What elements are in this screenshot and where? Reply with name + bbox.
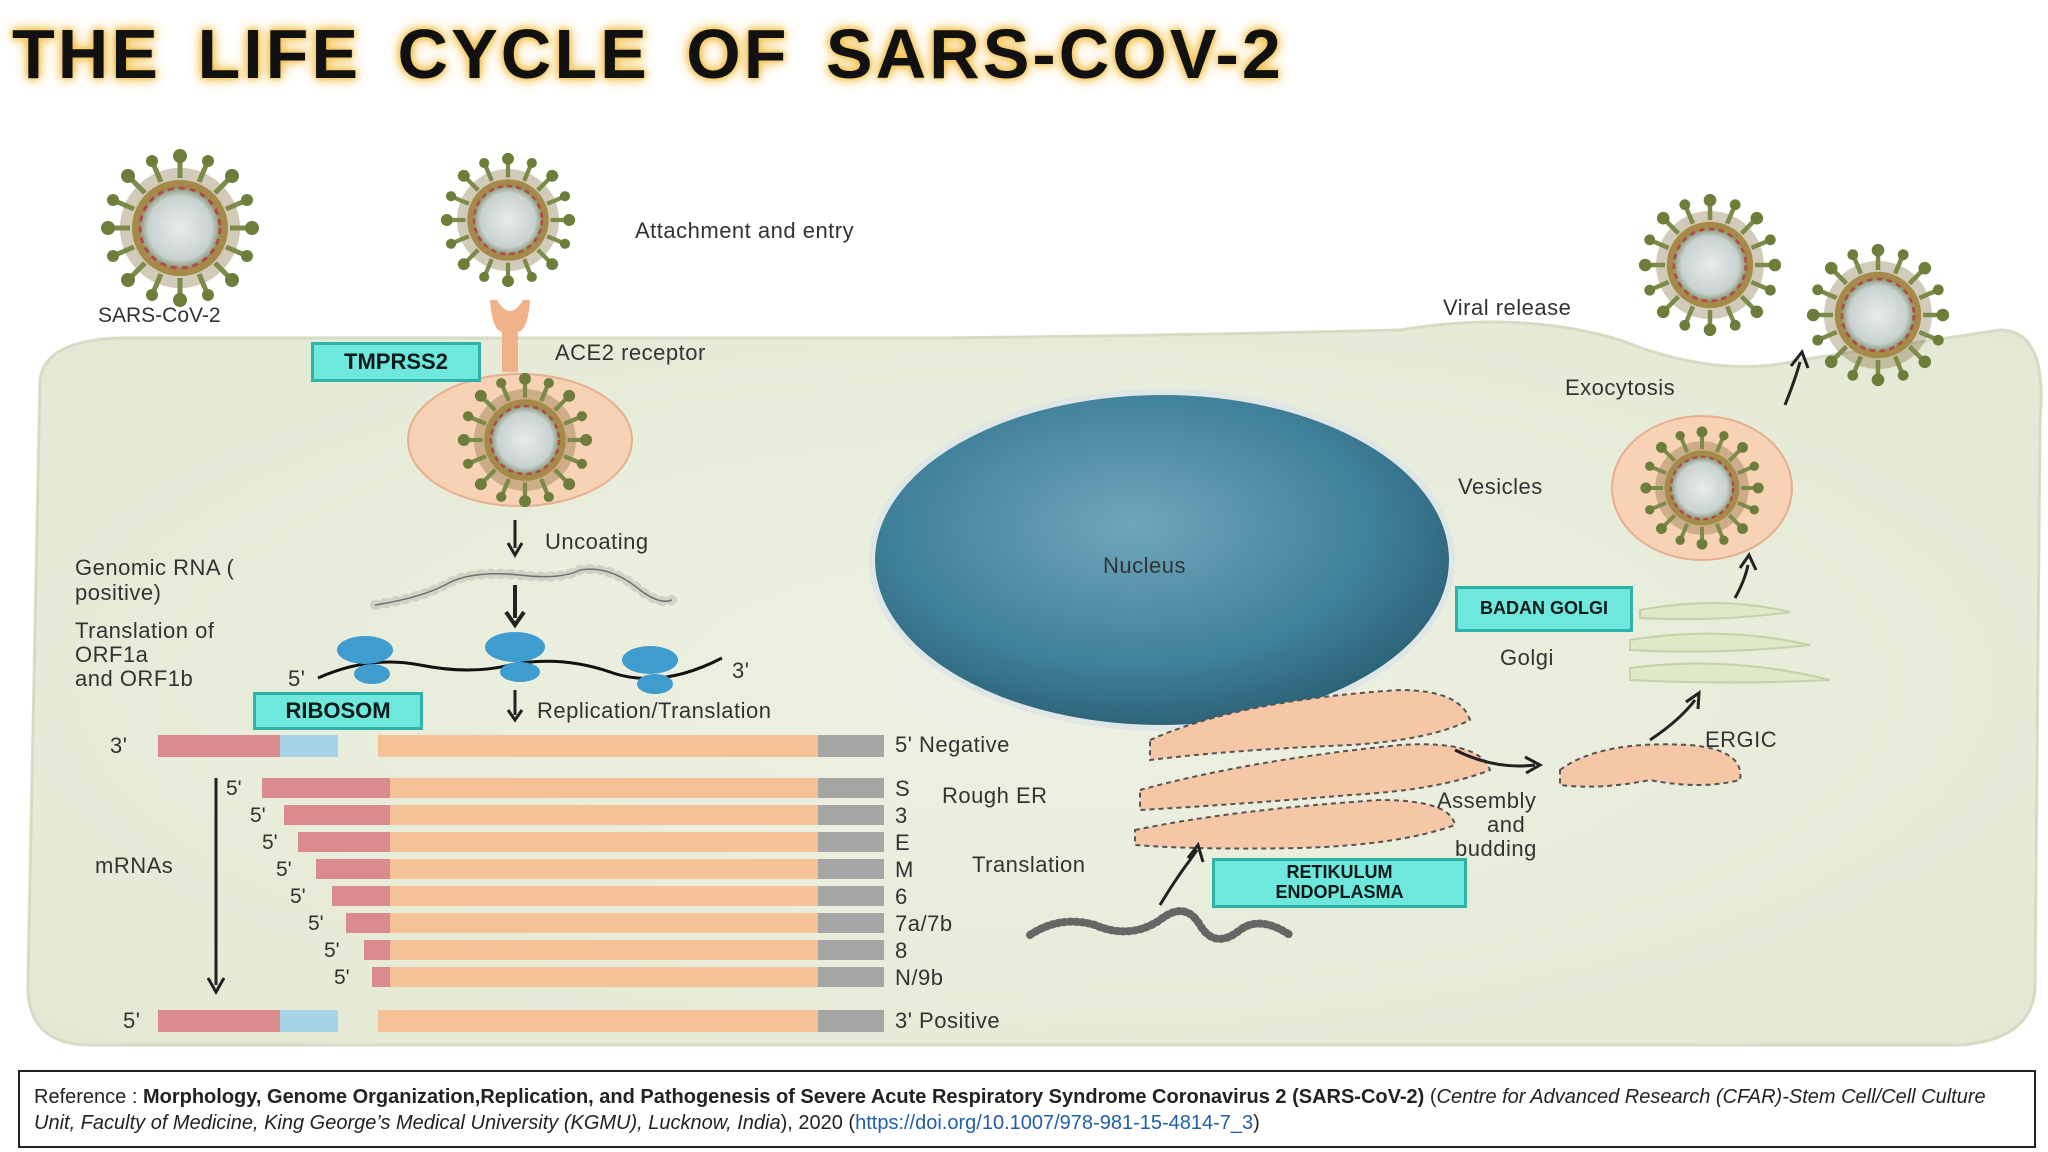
ribosome-icons — [337, 632, 678, 694]
virus-released-2 — [1807, 244, 1949, 386]
svg-text:3': 3' — [732, 658, 749, 683]
virus-outside — [101, 149, 259, 307]
reference-title: Morphology, Genome Organization,Replicat… — [142, 1086, 1425, 1108]
rough-er — [1134, 688, 1492, 850]
mrna-row: 5' 6 — [290, 884, 908, 909]
uncoating-label: Uncoating — [545, 529, 649, 554]
viral-release-label: Viral release — [1443, 295, 1571, 320]
mrna-five-prime: 5' — [290, 885, 306, 908]
life-cycle-diagram: SARS-CoV-2 Attachment and entry ACE2 rec… — [26, 0, 2043, 1047]
mrna-gene-label: S — [895, 776, 910, 801]
badan-golgi-tag: BADAN GOLGI — [1455, 586, 1633, 632]
reference-year: ), 2020 ( — [780, 1112, 856, 1134]
translation-orf-label-3: and ORF1b — [75, 666, 193, 691]
golgi-label: Golgi — [1500, 645, 1554, 670]
exocytosis-label: Exocytosis — [1565, 375, 1675, 400]
virus-released-1 — [1639, 194, 1781, 336]
replication-label: Replication/Translation — [537, 698, 771, 723]
mrna-row: 5' 7a/7b — [308, 911, 953, 936]
virus-vesicle — [1638, 424, 1766, 552]
ace2-receptor-icon — [490, 300, 530, 372]
mrna-five-prime: 5' — [226, 777, 242, 800]
mrna-row: 5' 3 — [250, 803, 908, 828]
mrna-row: 5' S — [226, 776, 910, 801]
mrna-row: 5' 8 — [324, 938, 908, 963]
virus-endosome — [458, 373, 592, 507]
assembly-label-1: Assembly — [1437, 788, 1536, 813]
mrna-five-prime: 5' — [250, 804, 266, 827]
mrna-five-prime: 5' — [324, 939, 340, 962]
svg-text:5': 5' — [288, 666, 305, 691]
mrna-row: 5' E — [262, 830, 910, 855]
reference-prefix: Reference : — [34, 1086, 143, 1108]
negative-label: 5' Negative — [895, 732, 1010, 757]
mrna-five-prime: 5' — [276, 858, 292, 881]
mrna-row: 5' N/9b — [334, 965, 943, 990]
attachment-label: Attachment and entry — [635, 218, 854, 243]
virus-attaching — [441, 153, 575, 287]
genomic-rna-label-1: Genomic RNA ( — [75, 555, 234, 580]
positive-label: 3' Positive — [895, 1008, 1000, 1033]
mrna-five-prime: 5' — [308, 912, 324, 935]
translation-label: Translation — [972, 852, 1086, 877]
assembly-label-3: budding — [1455, 836, 1537, 861]
ergic-label: ERGIC — [1705, 727, 1777, 752]
sars-cov-2-label: SARS-CoV-2 — [98, 304, 221, 327]
mrna-five-prime: 5' — [334, 966, 350, 989]
mrna-gene-label: 7a/7b — [895, 911, 953, 936]
mrna-gene-label: E — [895, 830, 910, 855]
tmprss2-tag: TMPRSS2 — [311, 342, 481, 382]
ergic — [1559, 743, 1742, 788]
mrna-gene-label: N/9b — [895, 965, 943, 990]
ribosom-tag: RIBOSOM — [253, 692, 423, 730]
positive-strand — [158, 1010, 884, 1032]
svg-text:3': 3' — [110, 733, 127, 758]
golgi — [1629, 601, 1831, 684]
page-title: THE LIFE CYCLE OF SARS-COV-2 — [12, 15, 1284, 93]
retikulum-endoplasma-tag: RETIKULUM ENDOPLASMA — [1212, 858, 1467, 908]
retikulum-line-2: ENDOPLASMA — [1275, 882, 1404, 902]
nucleus — [869, 389, 1455, 731]
translation-orf-label-1: Translation of — [75, 618, 215, 643]
mrna-gene-label: 8 — [895, 938, 908, 963]
retikulum-line-1: RETIKULUM — [1286, 862, 1393, 883]
mrna-ladder: 5' S 5' 3 5' E 5' M 5' 6 5' 7a/7b 5' 8 5' N/9b — [226, 776, 953, 990]
vesicles-label: Vesicles — [1458, 474, 1543, 499]
reference-box: Reference : Morphology, Genome Organizat… — [18, 1070, 2036, 1148]
mrna-five-prime: 5' — [262, 831, 278, 854]
translation-orf-label-2: ORF1a — [75, 642, 149, 667]
reference-institution: Centre for Advanced Research (CFAR)-Stem… — [34, 1086, 1986, 1134]
negative-strand — [158, 735, 884, 757]
mrna-gene-label: 6 — [895, 884, 908, 909]
reference-doi-link[interactable]: https://doi.org/10.1007/978-981-15-4814-… — [855, 1112, 1254, 1134]
assembly-label-2: and — [1487, 812, 1525, 837]
ace2-label: ACE2 receptor — [555, 340, 706, 365]
polypeptide-chain — [1026, 907, 1294, 943]
genomic-rna-label-2: positive) — [75, 580, 161, 605]
mrnas-label: mRNAs — [95, 853, 173, 878]
nucleus-label: Nucleus — [1103, 553, 1186, 578]
mrna-row: 5' M — [276, 857, 914, 882]
svg-text:5': 5' — [123, 1008, 140, 1033]
mrna-gene-label: M — [895, 857, 914, 882]
rough-er-label: Rough ER — [942, 783, 1048, 808]
mrna-gene-label: 3 — [895, 803, 908, 828]
